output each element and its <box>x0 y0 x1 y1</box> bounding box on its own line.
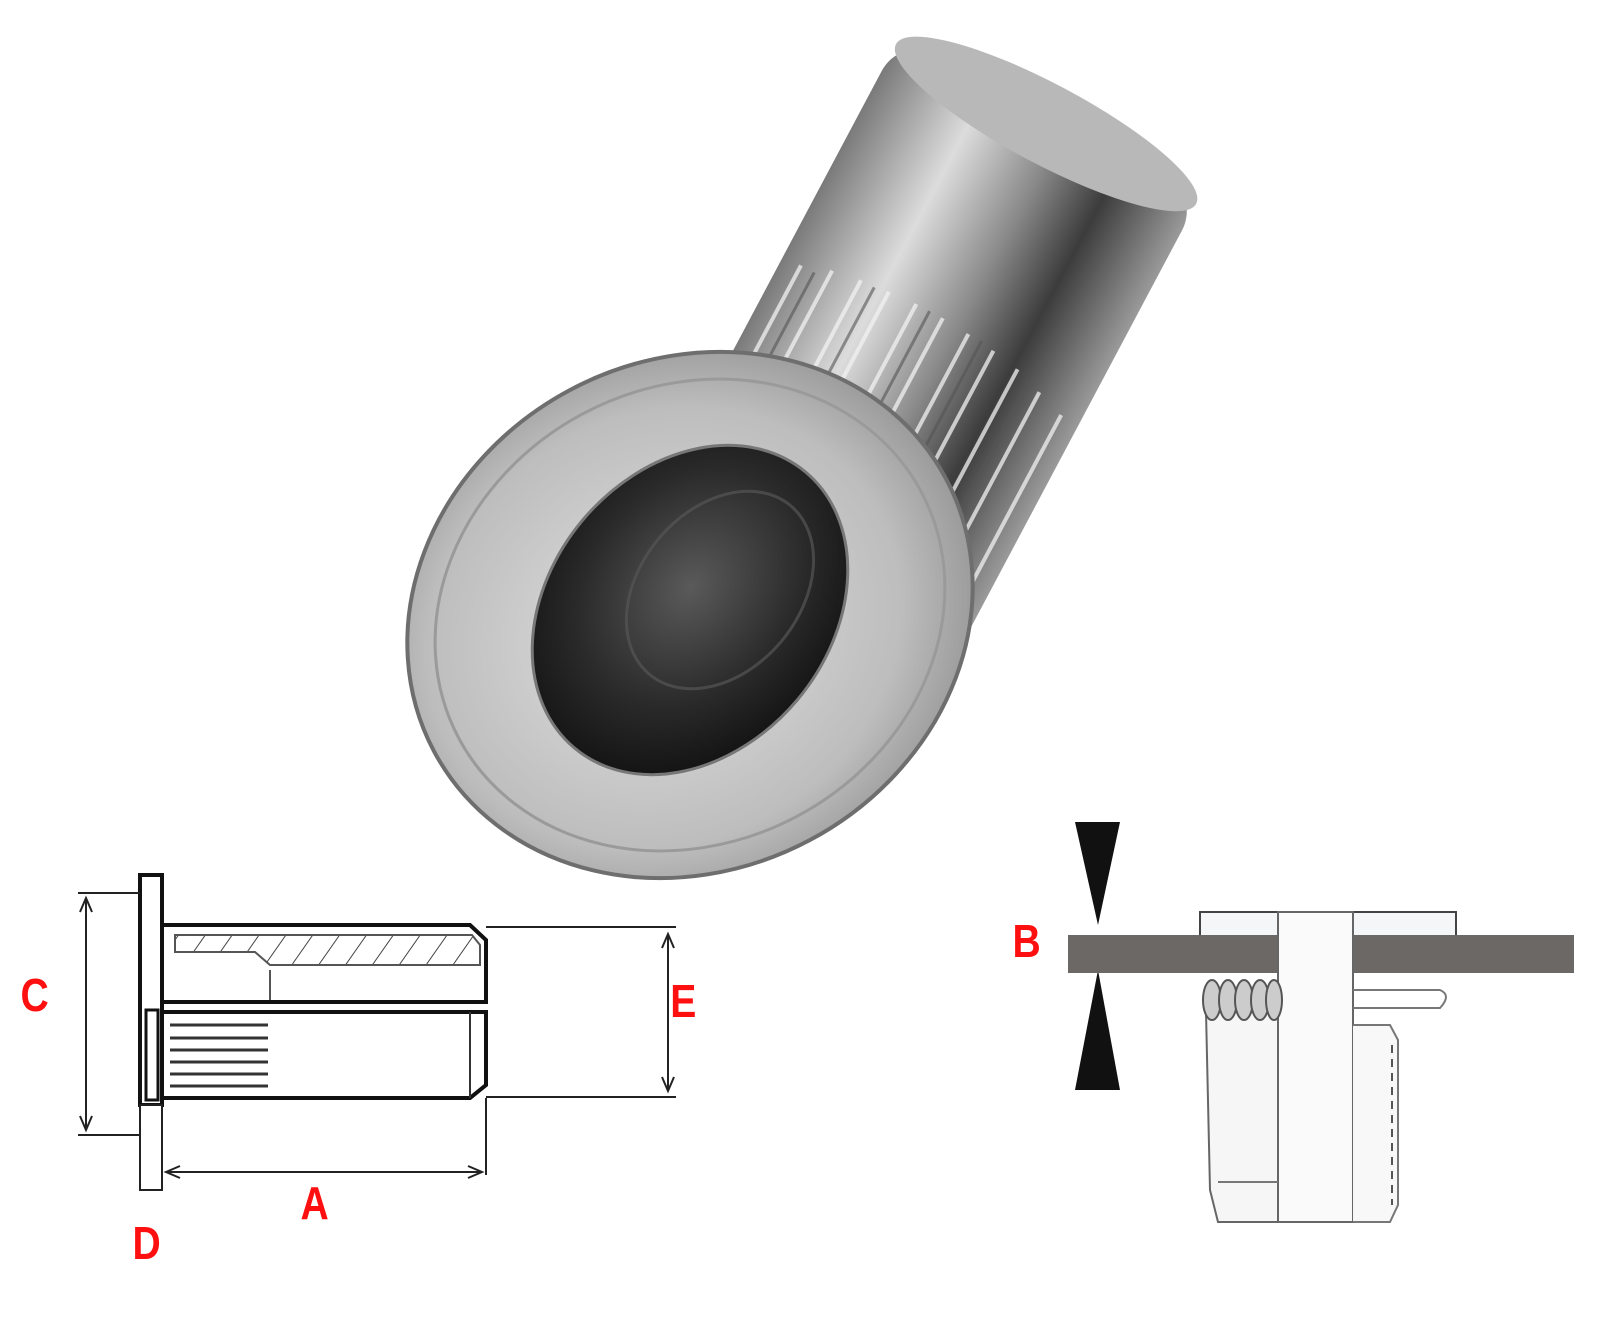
rivet-nut-photo <box>405 36 1198 881</box>
installation-diagram-right <box>1068 822 1574 1223</box>
dimension-label-a: A <box>300 1177 329 1229</box>
dimension-diagram-left <box>78 873 676 1191</box>
dimension-label-b: B <box>1012 915 1041 967</box>
dimension-label-c: C <box>20 969 49 1021</box>
dimension-label-e: E <box>670 975 697 1027</box>
dimension-label-d: D <box>132 1217 161 1269</box>
